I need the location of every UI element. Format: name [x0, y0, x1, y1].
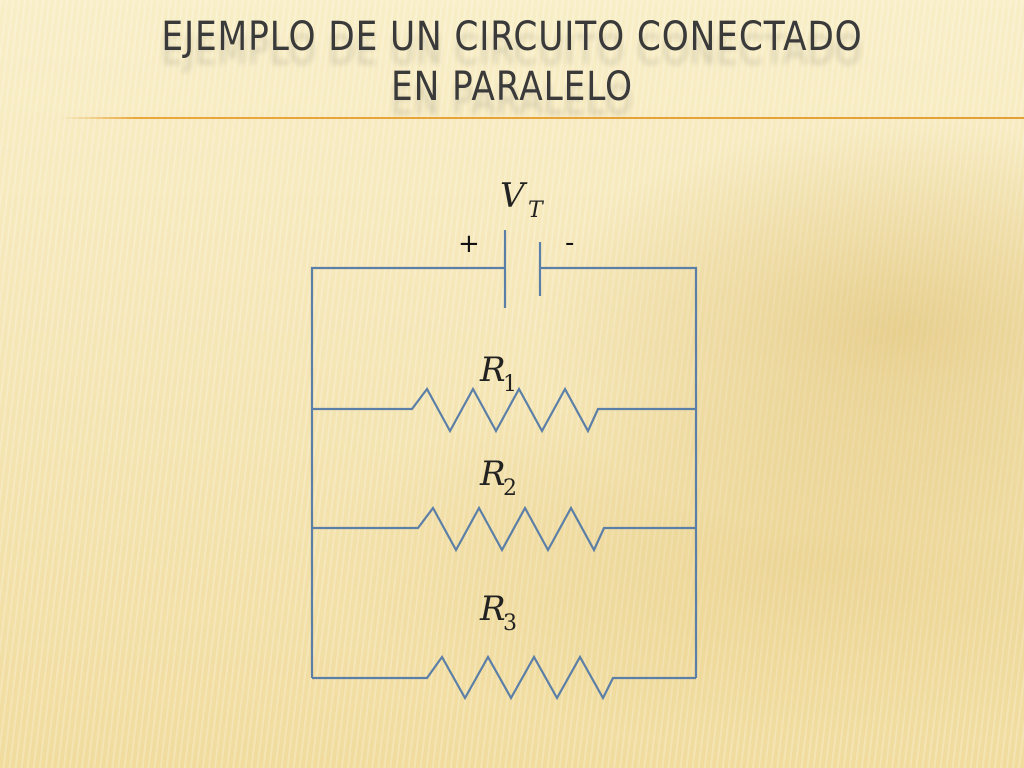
slide-title: EJEMPLO DE UN CIRCUITO CONECTADO EN PARA…: [161, 14, 863, 110]
resistor-r3-subscript: 3: [503, 611, 517, 636]
resistor-r2: [312, 505, 696, 553]
resistor-r2-subscript: 2: [503, 476, 517, 501]
source-voltage-symbol: V: [500, 176, 528, 216]
resistor-r1: [312, 386, 696, 434]
resistor-r1-subscript: 1: [503, 372, 517, 397]
resistor-r3-symbol: R: [479, 589, 506, 629]
negative-terminal-label: -: [565, 228, 574, 258]
resistor-r1-symbol: R: [479, 350, 506, 390]
resistor-r2-symbol: R: [479, 454, 506, 494]
title-underline: [60, 117, 1024, 119]
top-wire-right: [540, 266, 698, 678]
resistor-r3: [312, 654, 696, 701]
positive-terminal-label: +: [458, 229, 480, 259]
source-voltage-subscript: T: [528, 198, 545, 223]
top-wire-left: [310, 266, 505, 678]
